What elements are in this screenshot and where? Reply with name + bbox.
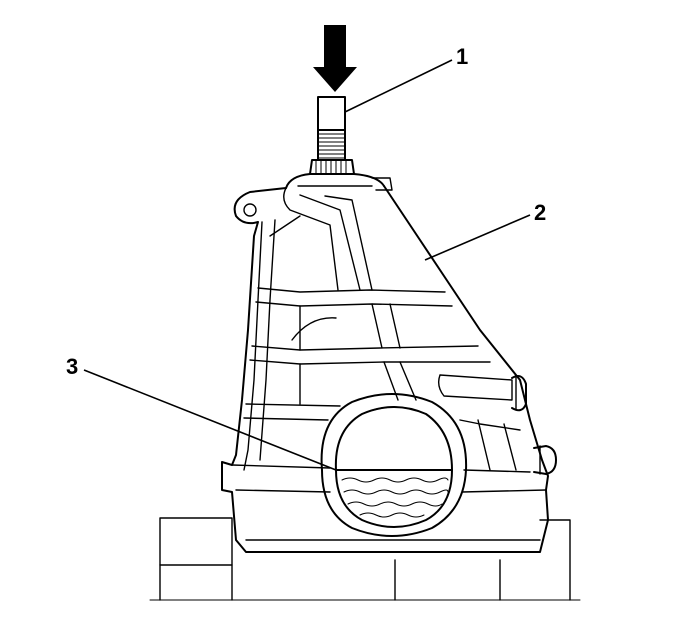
lower-right-rib-top xyxy=(459,419,521,431)
left-inner-edge xyxy=(243,221,263,471)
left-rib xyxy=(259,219,276,461)
transmission-case xyxy=(221,185,557,553)
rib-row-2-top xyxy=(251,345,479,351)
bore-top-lip xyxy=(361,406,427,415)
case-outline xyxy=(221,185,549,553)
press-tool xyxy=(309,96,355,175)
callout-3-leader xyxy=(83,369,337,471)
right-support-block xyxy=(539,519,571,601)
middle-rib-b xyxy=(389,303,417,401)
top-boss xyxy=(285,173,385,189)
rib-row-1-bottom xyxy=(255,301,453,307)
upper-rib-b xyxy=(324,195,373,291)
side-port-cap xyxy=(511,375,527,412)
fluid-wave-3 xyxy=(347,501,443,507)
support-lines xyxy=(231,559,501,601)
tool-nut xyxy=(309,159,355,175)
side-port-body xyxy=(437,374,513,401)
bearing-bore xyxy=(320,393,468,537)
rib-row-2-bottom xyxy=(249,359,491,365)
down-arrow-icon xyxy=(313,25,357,92)
mounting-ear-hole xyxy=(243,203,257,217)
rib-row-3-top xyxy=(245,403,341,407)
fluid-wave-1 xyxy=(341,477,449,483)
callout-1-leader xyxy=(344,59,453,113)
rib-row-3-bottom xyxy=(243,417,329,421)
tool-head xyxy=(317,96,346,131)
tool-shaft xyxy=(317,129,346,161)
middle-rib-a xyxy=(371,303,399,401)
support-blocks xyxy=(149,517,581,601)
left-support-block xyxy=(159,517,233,566)
base-ledge xyxy=(235,489,547,493)
callout-2-leader xyxy=(424,214,531,261)
lower-right-rib-bottom xyxy=(463,469,531,473)
upper-window xyxy=(283,187,339,291)
base-ledge-upper xyxy=(231,464,331,469)
upper-rib-a xyxy=(299,194,361,291)
bore-outer xyxy=(320,393,468,537)
fluid-wave-2 xyxy=(343,489,449,495)
fluid-wave-4 xyxy=(359,512,425,518)
rib-row-1-top xyxy=(257,287,446,293)
top-flange-tab xyxy=(371,177,393,191)
upper-corner-rib xyxy=(269,215,301,237)
nut-knurl xyxy=(315,159,347,175)
callout-1-label: 1 xyxy=(456,44,468,69)
inner-arc xyxy=(291,317,337,341)
drain-plug xyxy=(533,445,557,475)
lower-right-web xyxy=(477,419,517,471)
tool-threads xyxy=(317,133,346,159)
bore-inner xyxy=(334,406,453,528)
callout-3-label: 3 xyxy=(66,354,78,379)
callout-2-label: 2 xyxy=(534,200,546,225)
case-top xyxy=(285,173,393,191)
